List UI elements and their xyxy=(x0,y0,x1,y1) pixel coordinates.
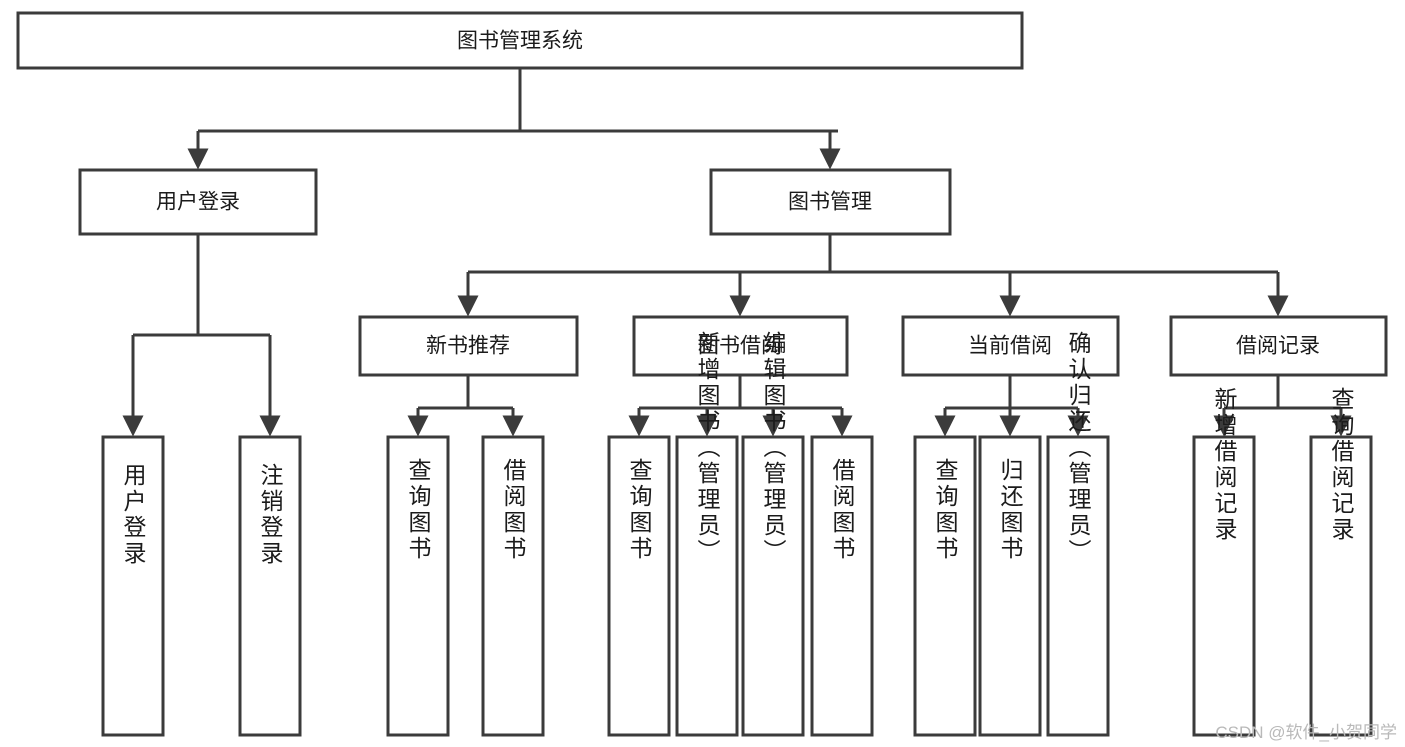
leaf-book-borrow-3-box[interactable] xyxy=(810,435,874,737)
leaf-current-borrow-0-box[interactable] xyxy=(913,435,977,737)
leaf-current-borrow-2-label: 确认归还（管理员） xyxy=(1065,331,1092,565)
leaf-user-login-0[interactable]: 用户登录 xyxy=(101,435,165,737)
node-book-manage[interactable]: 图书管理 xyxy=(709,168,952,236)
node-book-borrow[interactable]: 图书借阅 xyxy=(632,315,849,377)
connector-group-new-book xyxy=(407,375,524,437)
leaf-user-login-1[interactable]: 注销登录 xyxy=(238,435,302,737)
leaf-borrow-record-1-label: 查询借阅记录 xyxy=(1328,387,1355,543)
node-book-borrow-label: 图书借阅 xyxy=(698,335,782,358)
node-user-login-box[interactable] xyxy=(78,168,318,236)
leaf-user-login-1-label: 注销登录 xyxy=(257,463,284,567)
node-book-borrow-box[interactable] xyxy=(632,315,849,377)
leaf-book-borrow-2-box[interactable] xyxy=(741,435,805,737)
leaf-borrow-record-0-label: 新增借阅记录 xyxy=(1211,387,1238,543)
node-new-book-recommend-label: 新书推荐 xyxy=(426,335,510,358)
leaf-new-book-1-label: 借阅图书 xyxy=(500,458,527,562)
connector-group-current-borrow xyxy=(934,375,1089,437)
leaf-new-book-0[interactable]: 查询图书 xyxy=(386,435,450,737)
leaf-book-borrow-0-label: 查询图书 xyxy=(626,458,653,562)
node-user-login-label: 用户登录 xyxy=(156,191,240,214)
leaf-user-login-0-label: 用户登录 xyxy=(120,463,147,567)
leaf-current-borrow-0[interactable]: 查询图书 xyxy=(913,435,977,737)
connector-group-root xyxy=(187,68,841,170)
leaf-borrow-record-0-box[interactable] xyxy=(1192,435,1256,737)
leaf-book-borrow-0-box[interactable] xyxy=(607,435,671,737)
leaf-borrow-record-0[interactable]: 新增借阅记录 xyxy=(1192,387,1256,737)
leaf-book-borrow-2[interactable]: 编辑图书（管理员） xyxy=(741,331,805,737)
node-root-system-box[interactable] xyxy=(16,11,1024,70)
node-current-borrow-box[interactable] xyxy=(901,315,1120,377)
leaf-borrow-record-1-box[interactable] xyxy=(1309,435,1373,737)
node-current-borrow-label: 当前借阅 xyxy=(968,335,1052,358)
node-current-borrow[interactable]: 当前借阅 xyxy=(901,315,1120,377)
leaf-new-book-1-box[interactable] xyxy=(481,435,545,737)
leaf-user-login-1-box[interactable] xyxy=(238,435,302,737)
node-book-manage-label: 图书管理 xyxy=(788,191,872,214)
node-root-system[interactable]: 图书管理系统 xyxy=(16,11,1024,70)
leaf-current-borrow-2-box[interactable] xyxy=(1046,435,1110,737)
leaf-current-borrow-1-label: 归还图书 xyxy=(997,458,1024,562)
leaf-user-login-0-box[interactable] xyxy=(101,435,165,737)
leaf-current-borrow-0-label: 查询图书 xyxy=(932,458,959,562)
leaf-book-borrow-1-label: 新增图书（管理员） xyxy=(694,331,721,565)
node-user-login[interactable]: 用户登录 xyxy=(78,168,318,236)
leaf-book-borrow-3[interactable]: 借阅图书 xyxy=(810,435,874,737)
node-book-manage-box[interactable] xyxy=(709,168,952,236)
leaf-new-book-1[interactable]: 借阅图书 xyxy=(481,435,545,737)
leaf-new-book-0-box[interactable] xyxy=(386,435,450,737)
leaf-book-borrow-1[interactable]: 新增图书（管理员） xyxy=(675,331,739,737)
connector-group-user-login xyxy=(122,234,281,437)
leaf-book-borrow-1-box[interactable] xyxy=(675,435,739,737)
leaf-current-borrow-2[interactable]: 确认归还（管理员） xyxy=(1046,331,1110,737)
leaf-borrow-record-1[interactable]: 查询借阅记录 xyxy=(1309,387,1373,737)
node-borrow-record-box[interactable] xyxy=(1169,315,1388,377)
leaf-current-borrow-1[interactable]: 归还图书 xyxy=(978,435,1042,737)
leaf-new-book-0-label: 查询图书 xyxy=(405,458,432,562)
connector-group-book-manage xyxy=(457,234,1289,317)
leaf-book-borrow-3-label: 借阅图书 xyxy=(829,458,856,562)
node-new-book-recommend[interactable]: 新书推荐 xyxy=(358,315,579,377)
leaf-current-borrow-1-box[interactable] xyxy=(978,435,1042,737)
connector-group-borrow-record xyxy=(1213,375,1352,437)
node-new-book-recommend-box[interactable] xyxy=(358,315,579,377)
leaf-book-borrow-0[interactable]: 查询图书 xyxy=(607,435,671,737)
node-borrow-record[interactable]: 借阅记录 xyxy=(1169,315,1388,377)
connector-group-book-borrow xyxy=(628,375,853,437)
watermark-text: CSDN @软件_小贺同学 xyxy=(1215,723,1397,742)
leaf-book-borrow-2-label: 编辑图书（管理员） xyxy=(760,331,787,565)
node-borrow-record-label: 借阅记录 xyxy=(1236,335,1320,358)
node-root-system-label: 图书管理系统 xyxy=(457,30,583,53)
